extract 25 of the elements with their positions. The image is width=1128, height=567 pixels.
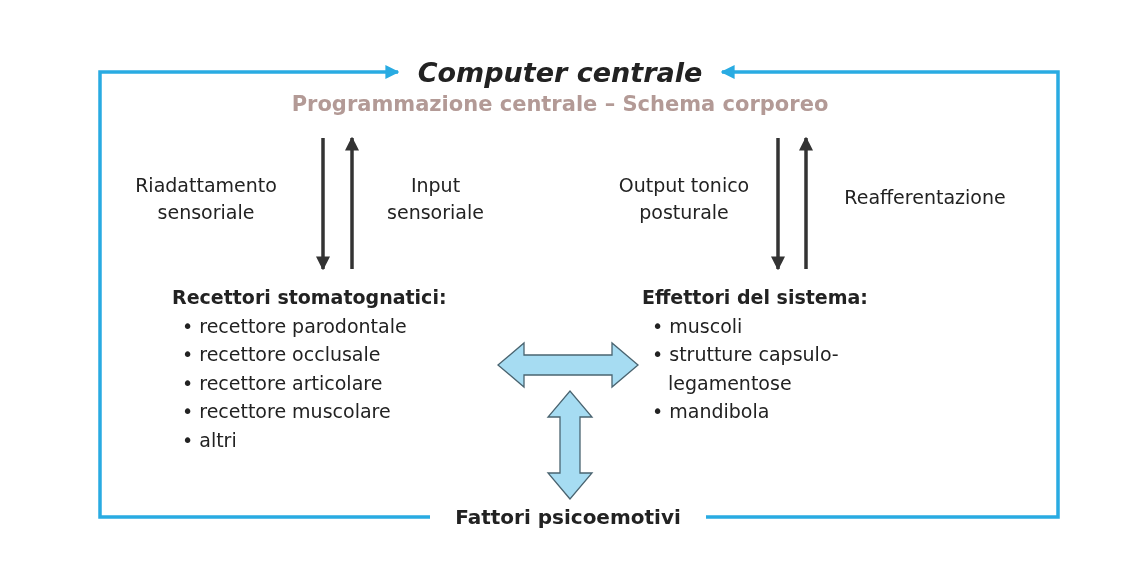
double-block-arrow — [546, 390, 594, 500]
arrow — [345, 136, 359, 269]
arrow — [799, 136, 813, 269]
edge-label: Riadattamento sensoriale — [134, 173, 278, 225]
edge-label: Reafferentazione — [843, 185, 1007, 210]
title-text: Computer centrale — [400, 56, 720, 90]
list-item: • muscoli — [651, 313, 744, 339]
list-item: • recettore parodontale — [181, 313, 408, 339]
list-item: • mandibola — [651, 399, 771, 424]
double-block-arrow — [497, 341, 639, 389]
list-heading: Recettori stomatognatici: — [172, 285, 448, 310]
subtitle-text: Programmazione centrale – Schema corporeo — [290, 92, 830, 116]
list-item: • recettore occlusale — [181, 342, 382, 367]
list-item: • altri — [181, 427, 238, 453]
list-item: • strutture capsulo-legamentose — [651, 342, 840, 396]
list-item: • recettore articolare — [181, 370, 384, 396]
list-heading: Effettori del sistema: — [642, 285, 869, 310]
arrow — [316, 138, 330, 271]
edge-label: Input sensoriale — [386, 173, 485, 225]
edge-label: Output tonico posturale — [617, 173, 751, 225]
arrow — [706, 65, 1060, 519]
heading-text: Fattori psicoemotivi — [430, 503, 706, 531]
list-item: • recettore muscolare — [181, 399, 392, 424]
arrow — [98, 65, 430, 519]
arrow — [771, 138, 785, 271]
